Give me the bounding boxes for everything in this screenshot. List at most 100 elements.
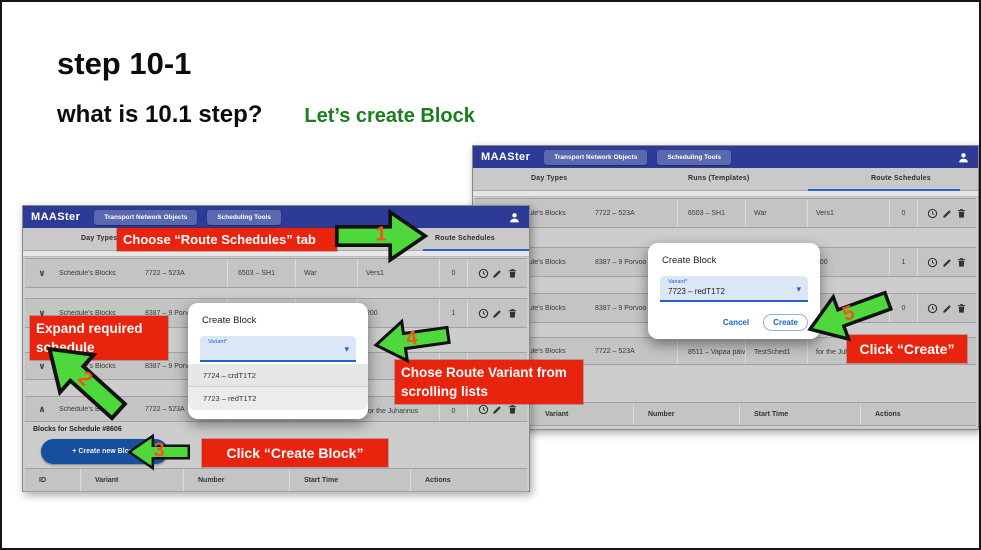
subtitle-highlight: Let’s create Block [304, 105, 475, 127]
row-count: 0 [439, 259, 467, 287]
variant-select[interactable]: Variant* 7723 – redT1T2 ▾ [660, 276, 808, 302]
row-label: Schedule's Blocks [59, 405, 116, 413]
row-actions [467, 397, 527, 421]
clock-icon[interactable] [478, 268, 489, 279]
clock-icon[interactable] [927, 208, 938, 219]
edit-icon[interactable] [492, 308, 503, 319]
row-name: TestSched1 [745, 338, 807, 364]
row-route: 8387 – 9 Porvoo center [595, 258, 668, 266]
tab-day-types[interactable]: Day Types [81, 235, 118, 242]
row-label: Schedule's Blocks [509, 304, 566, 312]
delete-icon[interactable] [507, 308, 518, 319]
nav-transport-network-objects[interactable]: Transport Network Objects [94, 209, 198, 225]
delete-icon[interactable] [507, 404, 518, 415]
col-id: ID [39, 477, 46, 484]
blocks-table-header: Variant Number Start Time Actions [475, 402, 976, 426]
variant-label: Variant* [208, 339, 228, 345]
expand-chevron[interactable]: ∨ [38, 307, 46, 318]
app-logo: MAASter [481, 151, 531, 163]
annotation-step4-label: Chose Route Variant from scrolling lists [395, 360, 583, 404]
tab-bar: Day Types Runs (Templates) Route Schedul… [473, 168, 978, 191]
edit-icon[interactable] [942, 303, 953, 314]
app-bar: MAASter Transport Network Objects Schedu… [23, 206, 529, 228]
row-name: War [295, 259, 357, 287]
row-actions [467, 259, 527, 287]
step-number: 3 [153, 439, 165, 462]
nav-transport-network-objects[interactable]: Transport Network Objects [544, 149, 648, 165]
clock-icon[interactable] [478, 404, 489, 415]
clock-icon[interactable] [927, 257, 938, 268]
schedule-row: ∨ Schedule's Blocks 7722 – 523A 6503 – S… [475, 198, 976, 228]
tab-day-types[interactable]: Day Types [531, 175, 568, 182]
col-variant: Variant [80, 469, 183, 491]
page-title: step 10-1 [57, 46, 192, 81]
row-route: 8387 – 9 Porvoo center [145, 309, 218, 317]
dialog-title: Create Block [202, 315, 257, 326]
tab-runs-templates[interactable]: Runs (Templates) [688, 175, 750, 182]
annotation-step1-label: Choose “Route Schedules” tab [117, 228, 337, 251]
row-label: Schedule's Blocks [509, 209, 566, 217]
active-tab-indicator [423, 249, 529, 251]
row-name: War [745, 199, 807, 227]
annotation-text: Click “Create Block” [226, 445, 364, 461]
delete-icon[interactable] [956, 303, 967, 314]
col-number: Number [633, 403, 739, 425]
create-block-dialog: Create Block Variant* 7723 – redT1T2 ▾ C… [648, 243, 820, 339]
nav-scheduling-tools[interactable]: Scheduling Tools [207, 209, 282, 225]
blocks-table-header: ID Variant Number Start Time Actions [25, 468, 527, 492]
dialog-buttons: Cancel Create [648, 314, 808, 331]
variant-select[interactable]: Variant* ▾ [200, 336, 356, 362]
annotation-text: Chose Route Variant from scrolling lists [401, 365, 567, 399]
col-actions: Actions [410, 469, 527, 491]
account-icon[interactable] [957, 151, 970, 164]
edit-icon[interactable] [942, 208, 953, 219]
annotation-step5-label: Click “Create” [847, 335, 967, 363]
col-start-time: Start Time [289, 469, 410, 491]
cancel-button[interactable]: Cancel [722, 318, 750, 327]
edit-icon[interactable] [492, 268, 503, 279]
expand-chevron[interactable]: ∨ [38, 267, 46, 278]
row-route: 7722 – 523A [145, 269, 185, 277]
row-desc: Vers1 [357, 259, 439, 287]
variant-option[interactable]: 7723 – redT1T2 [188, 387, 368, 410]
col-start-time: Start Time [739, 403, 860, 425]
dialog-title: Create Block [662, 255, 717, 266]
row-actions [917, 248, 976, 276]
delete-icon[interactable] [956, 208, 967, 219]
arrow-down-left-step2-icon: 2 [27, 324, 142, 435]
create-block-dialog: Create Block Variant* ▾ 7724 – crdT1T2 7… [188, 303, 368, 419]
row-label: Schedule's Blocks [59, 269, 116, 277]
variant-label: Variant* [668, 279, 688, 285]
variant-options-list: 7724 – crdT1T2 7723 – redT1T2 [188, 364, 368, 410]
nav-scheduling-tools[interactable]: Scheduling Tools [657, 149, 732, 165]
variant-value: 7723 – redT1T2 [668, 287, 725, 296]
active-tab-indicator [808, 189, 960, 191]
arrow-right-step1-icon: 1 [335, 208, 429, 264]
edit-icon[interactable] [492, 404, 503, 415]
arrow-left-step3-icon: 3 [114, 433, 204, 471]
row-actions [467, 299, 527, 327]
tab-route-schedules[interactable]: Route Schedules [871, 175, 931, 182]
delete-icon[interactable] [956, 257, 967, 268]
dropdown-caret-icon[interactable]: ▾ [796, 284, 801, 294]
divider [23, 251, 529, 257]
clock-icon[interactable] [927, 303, 938, 314]
row-desc: Vers1 [807, 199, 889, 227]
col-actions: Actions [860, 403, 976, 425]
account-icon[interactable] [508, 211, 521, 224]
expand-chevron[interactable]: ∧ [38, 403, 46, 414]
expand-chevron[interactable]: ∨ [38, 360, 46, 371]
dropdown-caret-icon[interactable]: ▾ [344, 344, 349, 354]
edit-icon[interactable] [942, 257, 953, 268]
variant-option[interactable]: 7724 – crdT1T2 [188, 364, 368, 387]
row-route: 7722 – 523A [145, 405, 185, 413]
delete-icon[interactable] [507, 268, 518, 279]
tab-route-schedules[interactable]: Route Schedules [435, 235, 495, 242]
create-button[interactable]: Create [763, 314, 808, 331]
col-number: Number [183, 469, 289, 491]
clock-icon[interactable] [478, 308, 489, 319]
row-count: 0 [439, 397, 467, 421]
row-count: 1 [439, 299, 467, 327]
divider [473, 191, 978, 197]
